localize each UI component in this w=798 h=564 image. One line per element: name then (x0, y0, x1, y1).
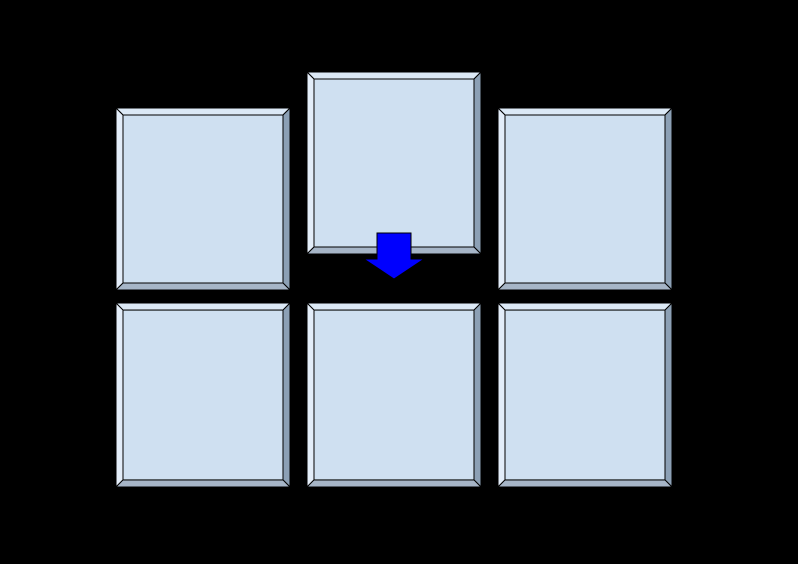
tile-top-right (498, 108, 672, 290)
tile-bottom-right (498, 303, 672, 487)
down-arrow-icon (363, 232, 425, 280)
down-arrow-shape (363, 232, 425, 280)
tile-top-left (116, 108, 290, 290)
tile-bottom-left (116, 303, 290, 487)
tile-bottom-middle (307, 303, 481, 487)
tile-top-middle (307, 72, 481, 254)
